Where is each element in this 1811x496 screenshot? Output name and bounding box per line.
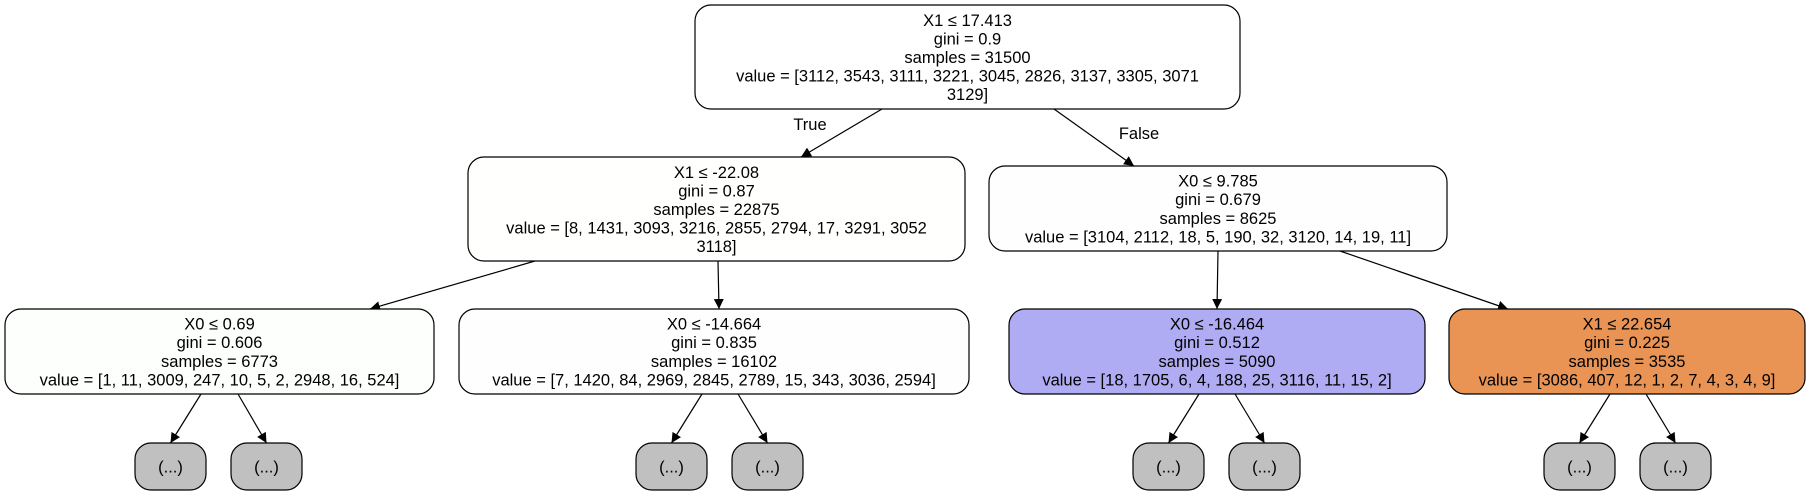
tree-node-right-line-1: gini = 0.679 <box>1175 191 1261 209</box>
truncated-node-label: (...) <box>659 459 684 477</box>
tree-node-rl-line-2: samples = 5090 <box>1159 353 1276 371</box>
truncated-node-label: (...) <box>158 459 183 477</box>
tree-node-ll-line-3: value = [1, 11, 3009, 247, 10, 5, 2, 294… <box>40 371 400 389</box>
tree-node-lr-line-2: samples = 16102 <box>651 353 777 371</box>
edge-left-ll <box>369 260 536 312</box>
tree-node-ll-line-2: samples = 6773 <box>161 353 278 371</box>
edge-rl-a <box>1167 393 1200 444</box>
truncated-node-rl-b: (...) <box>1228 442 1301 491</box>
edge-ll-b <box>237 393 268 444</box>
edge-lr-b <box>737 393 769 444</box>
truncated-node-label: (...) <box>254 459 279 477</box>
tree-node-left-line-4: 3118] <box>696 238 736 256</box>
tree-node-ll-line-0: X0 ≤ 0.69 <box>184 316 255 334</box>
tree-node-root-line-1: gini = 0.9 <box>934 30 1001 48</box>
tree-node-left-line-0: X1 ≤ -22.08 <box>674 164 759 182</box>
edge-right-rr <box>1339 250 1509 311</box>
tree-node-root-line-4: 3129] <box>947 86 988 104</box>
truncated-node-label: (...) <box>755 459 780 477</box>
truncated-node-ll-a: (...) <box>134 442 207 491</box>
tree-node-right-line-2: samples = 8625 <box>1160 210 1277 228</box>
truncated-node-rr-a: (...) <box>1543 442 1616 491</box>
edge-root-left <box>800 108 883 158</box>
edge-label-true: True <box>793 116 826 134</box>
tree-node-right-line-0: X0 ≤ 9.785 <box>1178 173 1258 191</box>
edge-root-right <box>1053 108 1135 167</box>
tree-node-root-line-0: X1 ≤ 17.413 <box>923 12 1012 30</box>
truncated-node-ll-b: (...) <box>230 442 303 491</box>
tree-node-rr-line-0: X1 ≤ 22.654 <box>1583 316 1672 334</box>
edge-lr-a <box>670 393 703 444</box>
edge-rr-a <box>1578 393 1611 444</box>
truncated-node-rr-b: (...) <box>1639 442 1712 491</box>
truncated-node-label: (...) <box>1567 459 1592 477</box>
tree-node-lr-line-0: X0 ≤ -14.664 <box>667 316 761 334</box>
edge-ll-a <box>169 393 202 444</box>
tree-node-rr-line-1: gini = 0.225 <box>1584 334 1670 352</box>
tree-node-root-line-2: samples = 31500 <box>904 49 1030 67</box>
edge-label-false: False <box>1119 125 1159 143</box>
tree-node-lr-line-3: value = [7, 1420, 84, 2969, 2845, 2789, … <box>492 371 936 389</box>
edge-rr-b <box>1645 393 1677 444</box>
truncated-node-lr-a: (...) <box>635 442 708 491</box>
tree-node-ll-line-1: gini = 0.606 <box>177 334 263 352</box>
tree-node-rr-line-3: value = [3086, 407, 12, 1, 2, 7, 4, 3, 4… <box>1479 371 1776 389</box>
tree-node-rl-line-1: gini = 0.512 <box>1174 334 1260 352</box>
tree-node-root-line-3: value = [3112, 3543, 3111, 3221, 3045, 2… <box>736 68 1199 86</box>
tree-node-rl-line-3: value = [18, 1705, 6, 4, 188, 25, 3116, … <box>1042 371 1391 389</box>
tree-node-rr-line-2: samples = 3535 <box>1569 353 1686 371</box>
tree-node-lr-line-1: gini = 0.835 <box>671 334 757 352</box>
truncated-node-label: (...) <box>1663 459 1688 477</box>
truncated-node-rl-a: (...) <box>1132 442 1205 491</box>
tree-node-left-line-1: gini = 0.87 <box>678 182 755 200</box>
truncated-node-label: (...) <box>1252 459 1277 477</box>
truncated-node-lr-b: (...) <box>731 442 804 491</box>
edge-rl-b <box>1234 393 1266 444</box>
tree-node-left-line-2: samples = 22875 <box>653 201 779 219</box>
edge-right-rl <box>1212 250 1223 310</box>
tree-node-right-line-3: value = [3104, 2112, 18, 5, 190, 32, 312… <box>1025 228 1411 246</box>
tree-node-left-line-3: value = [8, 1431, 3093, 3216, 2855, 2794… <box>506 220 927 238</box>
tree-node-rl-line-0: X0 ≤ -16.464 <box>1170 316 1264 334</box>
edge-left-lr <box>713 260 724 310</box>
truncated-node-label: (...) <box>1156 459 1181 477</box>
